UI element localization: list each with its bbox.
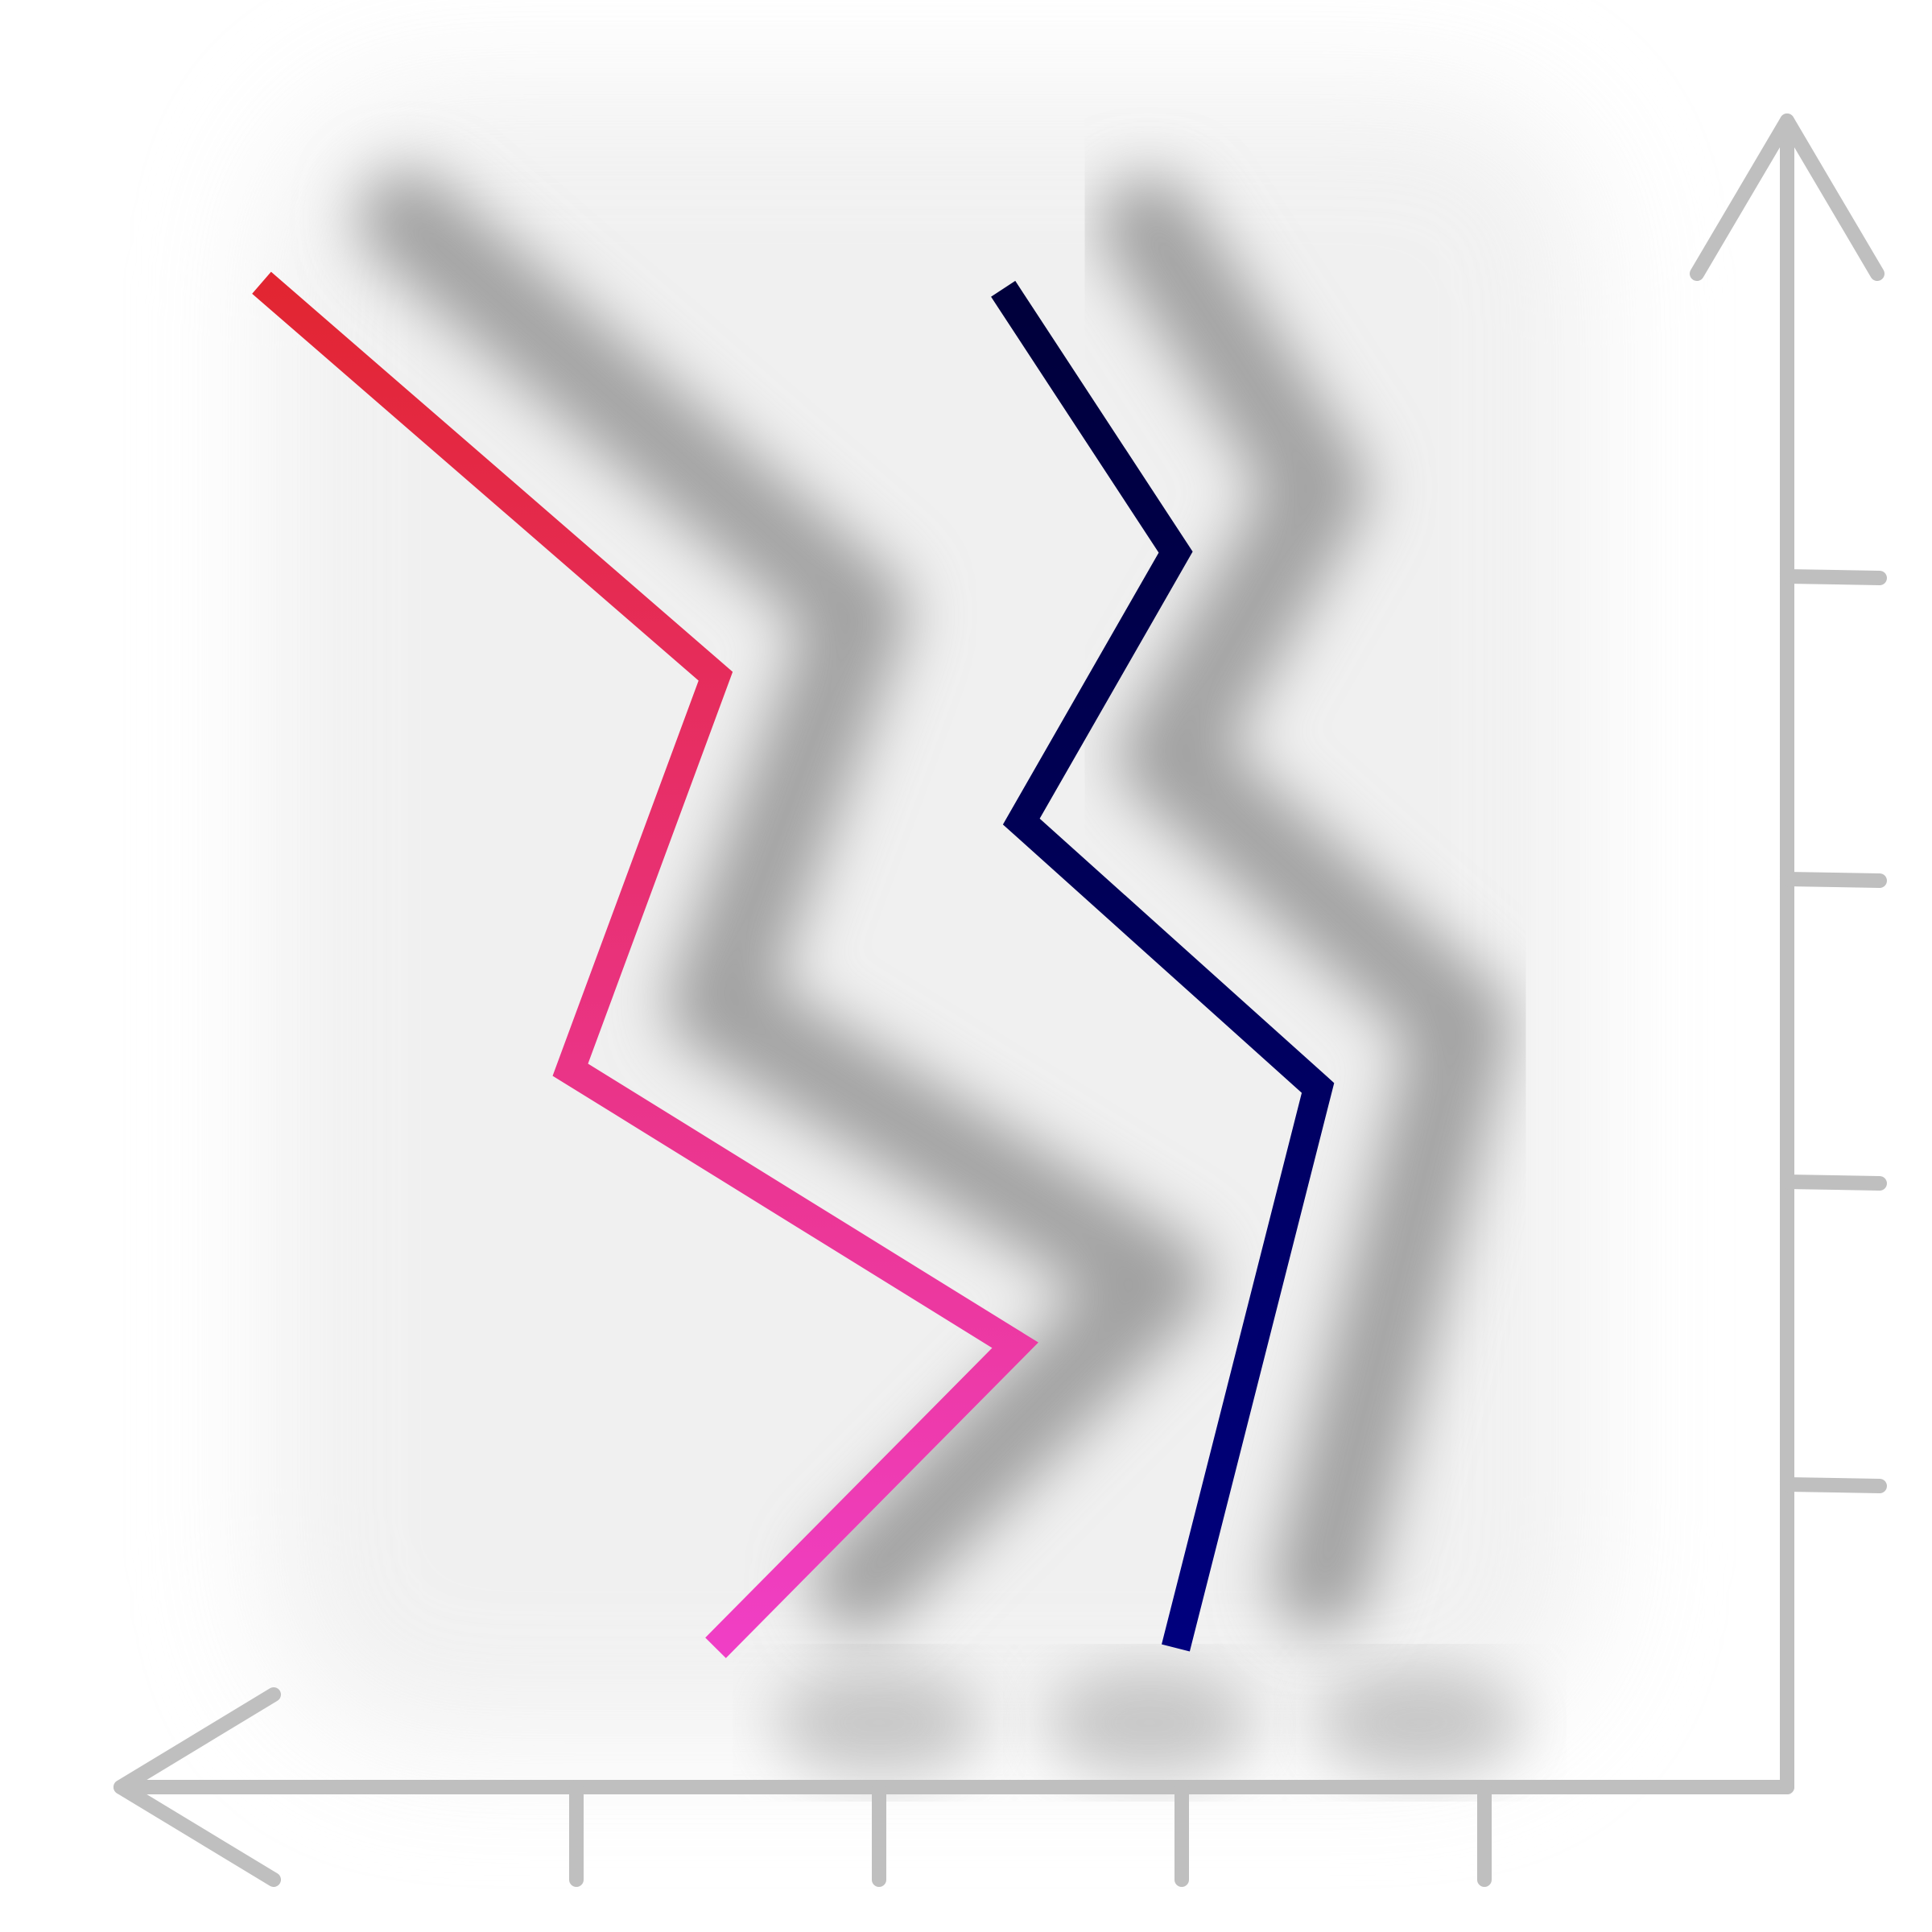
y-tick-4 <box>1780 569 1887 585</box>
series-2-line <box>991 280 1335 1652</box>
axis-shadow-2 <box>1045 1666 1254 1779</box>
series-shadows <box>357 170 1525 1779</box>
series-lines <box>252 271 1335 1658</box>
axis-shadow-1 <box>1315 1666 1525 1779</box>
axes <box>114 114 1887 1887</box>
series-1-line <box>252 271 1038 1658</box>
series-2-shadow <box>1100 175 1512 1633</box>
x-axis-arrowhead <box>114 1687 281 1887</box>
y-axis-arrowhead <box>1690 114 1885 281</box>
y-tick-2 <box>1780 1174 1887 1191</box>
y-tick-1 <box>1780 1477 1887 1493</box>
series-1-shadow <box>357 170 1209 1633</box>
y-tick-3 <box>1780 872 1887 888</box>
axis-shadow-3 <box>774 1666 984 1779</box>
